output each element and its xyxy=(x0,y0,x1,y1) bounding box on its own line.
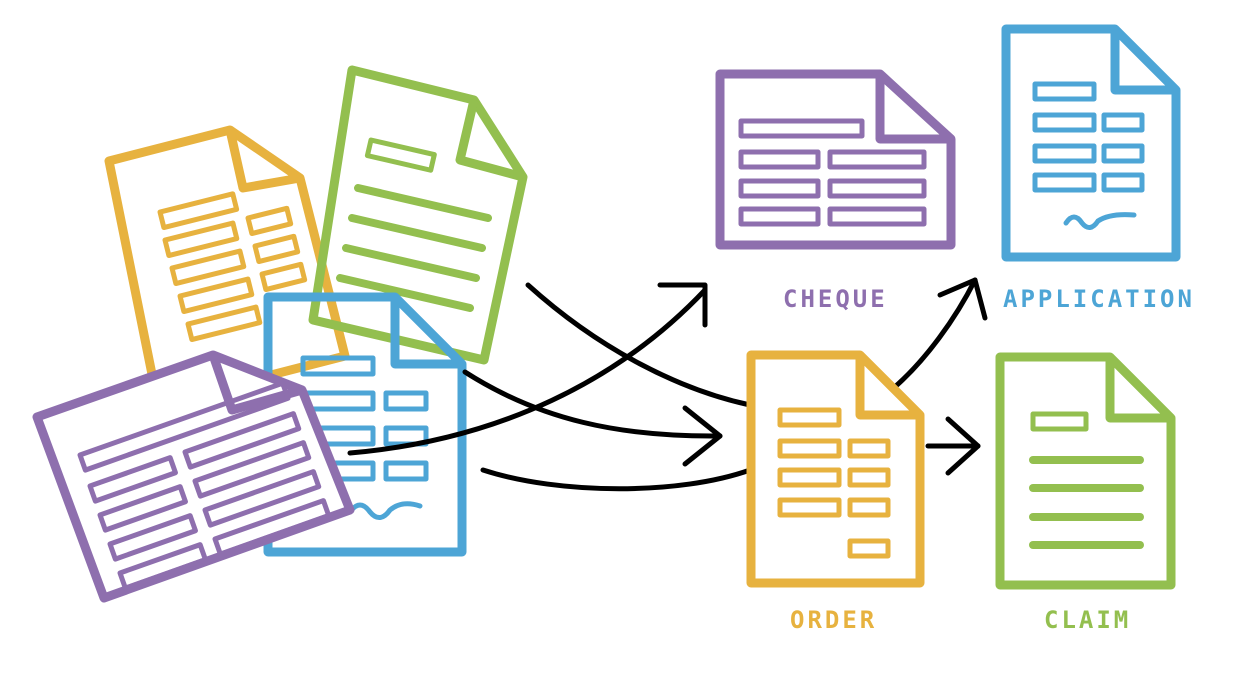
curved-arrow-icon xyxy=(894,277,988,388)
curved-arrow-icon xyxy=(347,282,708,456)
order-label: ORDER xyxy=(790,606,878,634)
sorted-application-form-icon xyxy=(1001,24,1181,262)
sorted-cheque-icon xyxy=(715,69,956,250)
application-label: APPLICATION xyxy=(1003,285,1195,313)
pile-claim-doc-icon xyxy=(308,65,528,365)
pile-cheque-icon xyxy=(32,350,355,603)
curved-arrow-icon xyxy=(480,467,753,492)
cheque-label: CHEQUE xyxy=(783,285,888,313)
curved-arrow-icon xyxy=(525,282,753,408)
curved-arrow-icon xyxy=(925,416,981,476)
claim-label: CLAIM xyxy=(1044,606,1132,634)
sorting-arrows xyxy=(347,277,988,492)
sorted-order-form-icon xyxy=(746,350,925,588)
sorted-claim-doc-icon xyxy=(995,352,1176,590)
curved-arrow-icon xyxy=(462,369,723,467)
